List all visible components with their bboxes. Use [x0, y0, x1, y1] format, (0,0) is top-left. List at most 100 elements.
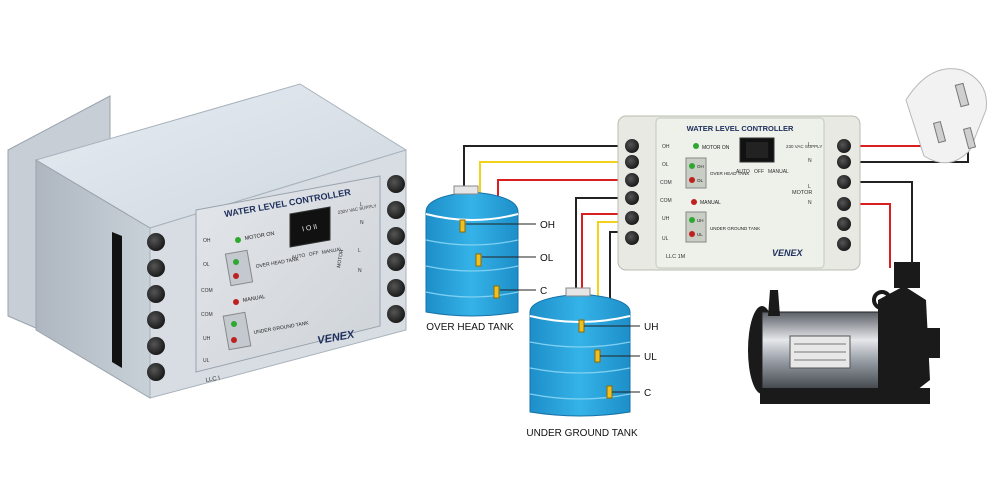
underground-probe-label-c: C: [644, 388, 651, 399]
product-label-motor-on: MOTOR ON: [244, 231, 275, 242]
product-led-ul: [231, 337, 237, 343]
controller-term-n2: N: [808, 200, 812, 206]
product-term-ol: OL: [203, 262, 210, 268]
overhead-probe-c: [493, 285, 500, 299]
product-term-n2: N: [358, 268, 362, 274]
controller-terminal-labels: OH OL COM COM UH UL L N L N: [660, 142, 812, 242]
underground-tank-ring: [529, 341, 631, 400]
product-switch-face: I O II: [302, 224, 318, 234]
controller-label-motor-on: MOTOR ON: [702, 145, 730, 151]
controller-switch-auto: AUTO: [736, 169, 750, 175]
controller-term-ul: UL: [662, 236, 669, 242]
plug-body: [905, 68, 987, 164]
controller-term-l2: L: [808, 184, 811, 190]
overhead-probe-c-top: [459, 219, 466, 233]
product-term-com2: COM: [201, 312, 213, 318]
controller-supply-label: 230 VAC SUPPLY: [786, 144, 822, 149]
wiring-diagram: OH OL C OVER HEAD TANK UH UL C UNDER GRO…: [425, 68, 987, 439]
overhead-probe-label-oh: OH: [540, 220, 555, 231]
product-model: LLC I: [205, 376, 220, 384]
overhead-tank-body: [425, 191, 519, 317]
product-left-terminals: [147, 233, 165, 381]
product-supply-label: 230V VAC SUPPLY: [337, 203, 377, 215]
product-switch-manual: MANUAL: [321, 246, 343, 256]
controller-rocker-switch[interactable]: [739, 137, 775, 163]
pump-housing: [878, 286, 930, 400]
controller-led-box-uh: [685, 211, 707, 243]
plug-pin-left: [932, 120, 947, 144]
controller-label-ul: UL: [697, 232, 703, 237]
underground-probe-ul: [594, 349, 601, 363]
controller-label-overhead: OVER HEAD TANK: [710, 171, 749, 176]
controller-term-l1: L: [808, 142, 811, 148]
controller-label-ol: OL: [697, 178, 704, 183]
side-slot: [112, 232, 122, 368]
controller-led-oh: [689, 163, 695, 169]
controller-title: WATER LEVEL CONTROLLER: [687, 124, 794, 133]
controller-switch-off: OFF: [754, 169, 764, 175]
plug-pin-top: [954, 82, 970, 108]
plug-pin-right: [962, 126, 977, 150]
product-term-l1: L: [360, 202, 363, 208]
product-term-uh: UH: [203, 336, 211, 342]
product-led-oh: [233, 259, 239, 265]
product-motor-label: MOTOR: [336, 249, 345, 269]
controller-term-n1: N: [808, 158, 812, 164]
wire-black-overhead: [463, 145, 628, 196]
controller-motor-label: MOTOR: [792, 190, 812, 196]
overhead-tank: OH OL C OVER HEAD TANK: [425, 185, 555, 333]
overhead-probe-oh: [475, 253, 482, 267]
product-led-box-uh: [222, 311, 252, 351]
controller-term-oh: OH: [662, 144, 670, 150]
controller-label-oh: OH: [697, 164, 704, 169]
product-led-uh: [231, 321, 237, 327]
controller-term-com1: COM: [660, 180, 672, 186]
overhead-probe-label-ol: OL: [540, 253, 554, 264]
product-led-manual: [233, 299, 239, 305]
product-term-l2: L: [358, 248, 361, 254]
underground-tank-lid: [565, 287, 591, 297]
product-label-manual: MANUAL: [242, 294, 266, 304]
product-rocker-switch[interactable]: I O II: [289, 206, 331, 248]
controller-label-manual: MANUAL: [700, 200, 721, 206]
controller-led-ol: [689, 177, 695, 183]
wire-black-motor: [842, 181, 913, 268]
wire-black-underground: [575, 197, 628, 296]
controller-right-terminals: [837, 139, 851, 251]
underground-tank-caption: UNDER GROUND TANK: [526, 428, 638, 439]
product-photo: WATER LEVEL CONTROLLER I O II AUTO OFF M…: [7, 83, 408, 399]
product-term-n1: N: [360, 220, 364, 226]
controller-led-box-oh: [685, 157, 707, 189]
product-led-motor-on: [235, 237, 241, 243]
product-term-ul: UL: [203, 358, 210, 364]
product-right-terminals: [387, 175, 405, 323]
controller-led-manual: [691, 199, 697, 205]
controller-switch-manual: MANUAL: [768, 169, 789, 175]
power-plug: [905, 68, 987, 164]
underground-probe-label-uh: UH: [644, 322, 658, 333]
underground-probe-label-ul: UL: [644, 352, 657, 363]
controller-label-underground: UNDER GROUND TANK: [710, 226, 760, 231]
overhead-tank-ring: [425, 239, 519, 298]
controller-led-uh: [689, 217, 695, 223]
controller-label-uh: UH: [697, 218, 704, 223]
pump-inlet: [922, 328, 940, 358]
motor-lifting-eye: [872, 290, 892, 310]
product-led-ol: [233, 273, 239, 279]
controller-led-ul: [689, 231, 695, 237]
overhead-tank-lid: [453, 185, 479, 195]
controller-model: LLC 1M: [666, 254, 686, 260]
overhead-tank-top: [425, 213, 519, 221]
diagram-controller: WATER LEVEL CONTROLLER AUTO OFF MANUAL 2…: [617, 115, 861, 271]
product-switch-off: OFF: [308, 250, 319, 258]
controller-brand: VENEX: [772, 248, 804, 258]
controller-term-ol: OL: [662, 162, 669, 168]
product-term-com1: COM: [201, 288, 213, 294]
controller-left-terminals: [625, 139, 639, 245]
underground-probe-uh: [578, 319, 585, 333]
underground-tank: UH UL C UNDER GROUND TANK: [526, 287, 658, 439]
product-terminal-labels: OH OL COM COM UH UL L N L N: [201, 202, 364, 364]
motor-capacitor: [768, 290, 780, 316]
product-switch-auto: AUTO: [291, 253, 306, 261]
underground-tank-body: [529, 293, 631, 417]
